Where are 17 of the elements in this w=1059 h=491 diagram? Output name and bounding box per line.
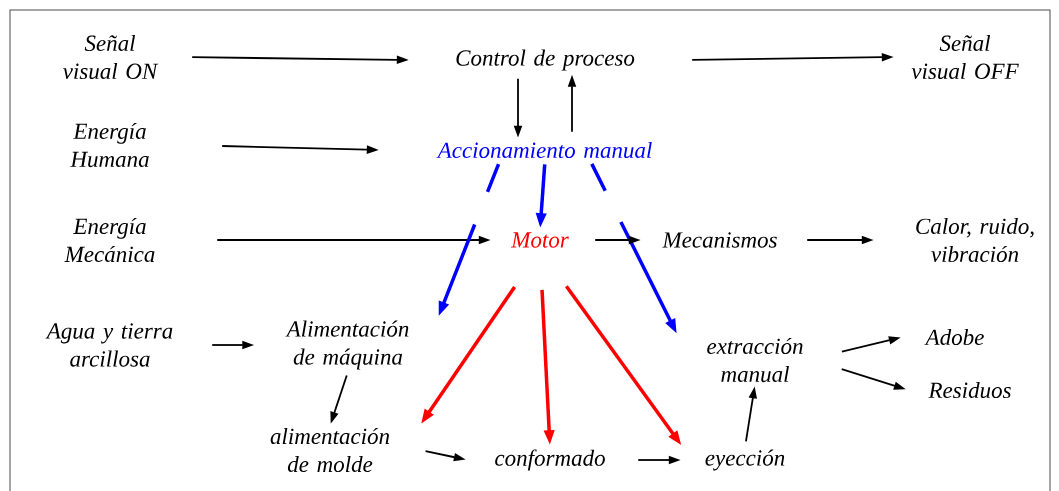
text-label: Energía Mecánica — [64, 217, 155, 263]
text-label: alimentación de molde — [270, 427, 390, 473]
text-label: Accionamiento manual — [436, 141, 652, 159]
text-label: Adobe — [924, 328, 984, 346]
text-label: extracción manual — [707, 337, 803, 383]
text-label: Señal visual OFF — [911, 34, 1019, 80]
text-label: Señal visual ON — [63, 34, 159, 80]
text-label: Mecanismos — [662, 232, 777, 248]
text-label: Calor, ruido, vibración — [916, 217, 1034, 263]
text-label: Energía Humana — [70, 122, 149, 168]
text-label: Control de proceso — [456, 49, 635, 71]
text-label: Motor — [511, 232, 569, 248]
text-label: Agua y tierra arcillosa — [45, 323, 173, 367]
text-label: Residuos — [928, 381, 1011, 399]
text-label: eyección — [705, 449, 785, 471]
text-label: Alimentación de máquina — [285, 320, 409, 370]
text-label: conformado — [495, 449, 605, 471]
